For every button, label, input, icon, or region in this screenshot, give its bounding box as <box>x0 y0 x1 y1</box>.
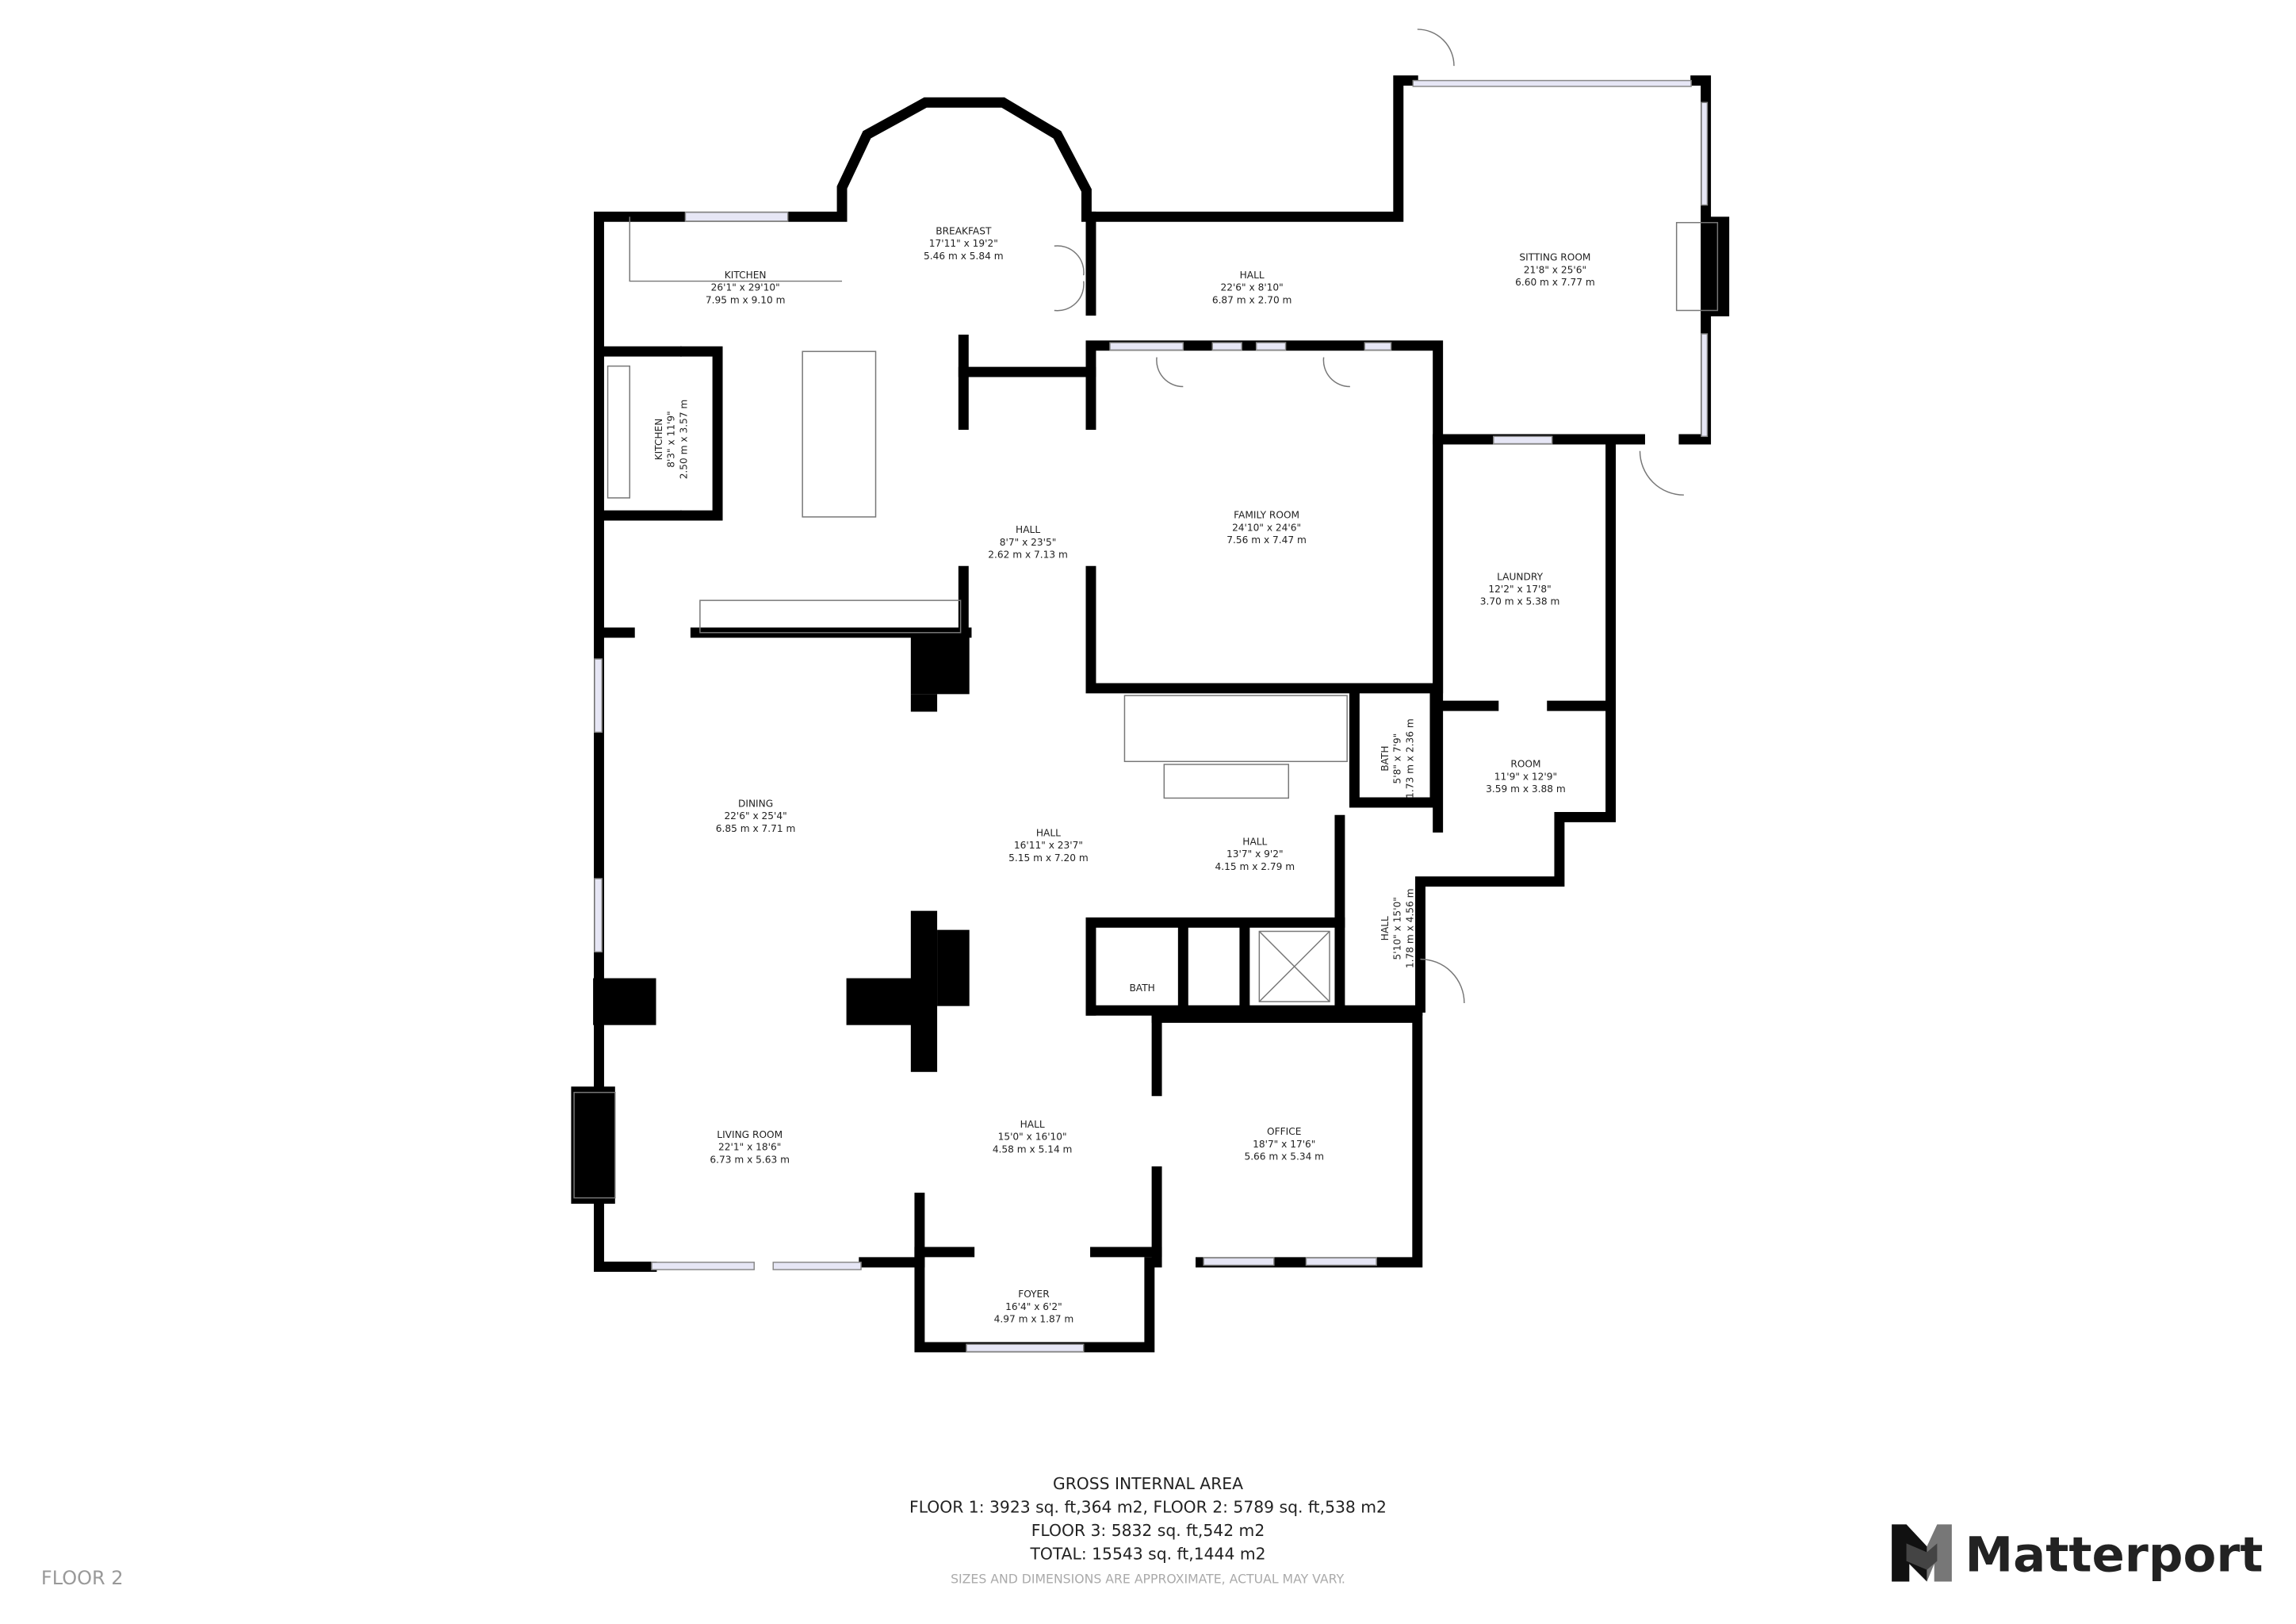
room-metric: 3.70 m x 5.38 m <box>1480 596 1560 607</box>
room-label-living-room: LIVING ROOM 22'1" x 18'6"6.73 m x 5.63 m <box>710 1129 790 1165</box>
room-imperial: 8'3" x 11'9" <box>666 411 677 468</box>
room-name: HALL <box>1380 916 1391 940</box>
room-metric: 7.95 m x 9.10 m <box>706 294 786 305</box>
room-metric: 6.87 m x 2.70 m <box>1212 294 1292 305</box>
room-name: FOYER <box>1018 1289 1050 1300</box>
room-metric: 1.78 m x 4.56 m <box>1404 889 1415 969</box>
room-imperial: 8'7" x 23'5" <box>1000 537 1057 548</box>
disclaimer: SIZES AND DIMENSIONS ARE APPROXIMATE, AC… <box>951 1571 1345 1586</box>
room-name: LAUNDRY <box>1497 571 1543 582</box>
room-name: DINING <box>738 799 773 810</box>
room-name: ROOM <box>1510 759 1540 770</box>
room-imperial: 24'10" x 24'6" <box>1232 522 1301 533</box>
room-name: KITCHEN <box>653 419 664 461</box>
room-metric: 2.62 m x 7.13 m <box>988 550 1068 561</box>
matterport-logo-icon <box>1892 1524 1952 1582</box>
windows <box>594 79 1709 1353</box>
room-imperial: 17'11" x 19'2" <box>929 238 998 249</box>
room-label-hall: HALL 16'11" x 23'7"5.15 m x 7.20 m <box>1008 827 1089 863</box>
room-label-bath: BATH <box>1129 982 1154 994</box>
area-title: GROSS INTERNAL AREA <box>1053 1474 1243 1493</box>
room-metric: 3.59 m x 3.88 m <box>1486 783 1566 795</box>
room-imperial: 5'8" x 7'9" <box>1392 733 1403 784</box>
area-line-2: FLOOR 3: 5832 sq. ft,542 m2 <box>1031 1521 1265 1540</box>
room-name: HALL <box>1240 270 1265 281</box>
room-name: HALL <box>1020 1119 1045 1130</box>
room-metric: 6.60 m x 7.77 m <box>1515 277 1595 288</box>
room-name: OFFICE <box>1267 1126 1301 1137</box>
room-imperial: 5'10" x 15'0" <box>1392 897 1403 959</box>
room-imperial: 12'2" x 17'8" <box>1488 584 1551 595</box>
room-imperial: 11'9" x 12'9" <box>1494 771 1557 782</box>
matterport-wordmark: Matterport <box>1965 1527 2263 1584</box>
room-imperial: 22'1" x 18'6" <box>718 1142 781 1153</box>
room-metric: 5.46 m x 5.84 m <box>924 251 1004 262</box>
area-line-1: FLOOR 1: 3923 sq. ft,364 m2, FLOOR 2: 57… <box>909 1498 1387 1517</box>
room-labels: BREAKFAST 17'11" x 19'2" 5.46 m x 5.84 m KI… <box>653 225 1595 1324</box>
room-name: BREAKFAST <box>936 225 992 236</box>
room-metric: 4.58 m x 5.14 m <box>993 1143 1073 1155</box>
room-imperial: 15'0" x 16'10" <box>998 1132 1067 1143</box>
matterport-logo: Matterport <box>1892 1524 2263 1584</box>
room-imperial: 13'7" x 9'2" <box>1226 848 1284 860</box>
room-name: HALL <box>1036 827 1061 838</box>
room-imperial: 26'1" x 29'10" <box>711 282 780 293</box>
room-metric: 5.66 m x 5.34 m <box>1244 1151 1324 1162</box>
room-metric: 5.15 m x 7.20 m <box>1008 852 1089 864</box>
room-name: KITCHEN <box>725 270 767 281</box>
room-label-hall: HALL 8'7" x 23'5" 2.62 m x 7.13 m <box>988 524 1068 560</box>
floor-label: FLOOR 2 <box>41 1567 124 1589</box>
room-label-laundry: LAUNDRY 12'2" x 17'8"3.70 m x 5.38 m <box>1480 571 1560 607</box>
area-summary: GROSS INTERNAL AREA FLOOR 1: 3923 sq. ft… <box>909 1474 1387 1586</box>
room-imperial: 22'6" x 25'4" <box>724 810 786 822</box>
room-metric: 7.56 m x 7.47 m <box>1226 534 1307 546</box>
room-metric: 4.15 m x 2.79 m <box>1215 861 1295 872</box>
room-name: BATH <box>1129 982 1154 994</box>
room-imperial: 21'8" x 25'6" <box>1524 264 1586 275</box>
room-name: HALL <box>1242 837 1267 848</box>
room-name: SITTING ROOM <box>1519 252 1590 263</box>
room-imperial: 16'4" x 6'2" <box>1005 1301 1062 1312</box>
room-metric: 2.50 m x 3.57 m <box>678 400 689 480</box>
room-label-breakfast: BREAKFAST 17'11" x 19'2" 5.46 m x 5.84 m <box>924 225 1004 261</box>
area-total: TOTAL: 15543 sq. ft,1444 m2 <box>1029 1545 1265 1564</box>
room-imperial: 22'6" x 8'10" <box>1220 282 1283 293</box>
room-metric: 1.73 m x 2.36 m <box>1404 718 1415 799</box>
room-name: HALL <box>1016 524 1040 535</box>
room-label-hall: HALL 15'0" x 16'10"4.58 m x 5.14 m <box>993 1119 1073 1155</box>
fixtures <box>573 29 1719 1199</box>
room-name: LIVING ROOM <box>717 1129 783 1140</box>
room-metric: 6.85 m x 7.71 m <box>716 823 796 834</box>
room-name: FAMILY ROOM <box>1234 510 1299 521</box>
room-metric: 4.97 m x 1.87 m <box>994 1314 1074 1325</box>
room-label-office: OFFICE 18'7" x 17'6"5.66 m x 5.34 m <box>1244 1126 1324 1162</box>
room-imperial: 18'7" x 17'6" <box>1253 1139 1315 1150</box>
room-imperial: 16'11" x 23'7" <box>1014 840 1083 851</box>
room-name: BATH <box>1380 745 1391 771</box>
room-metric: 6.73 m x 5.63 m <box>710 1154 790 1165</box>
